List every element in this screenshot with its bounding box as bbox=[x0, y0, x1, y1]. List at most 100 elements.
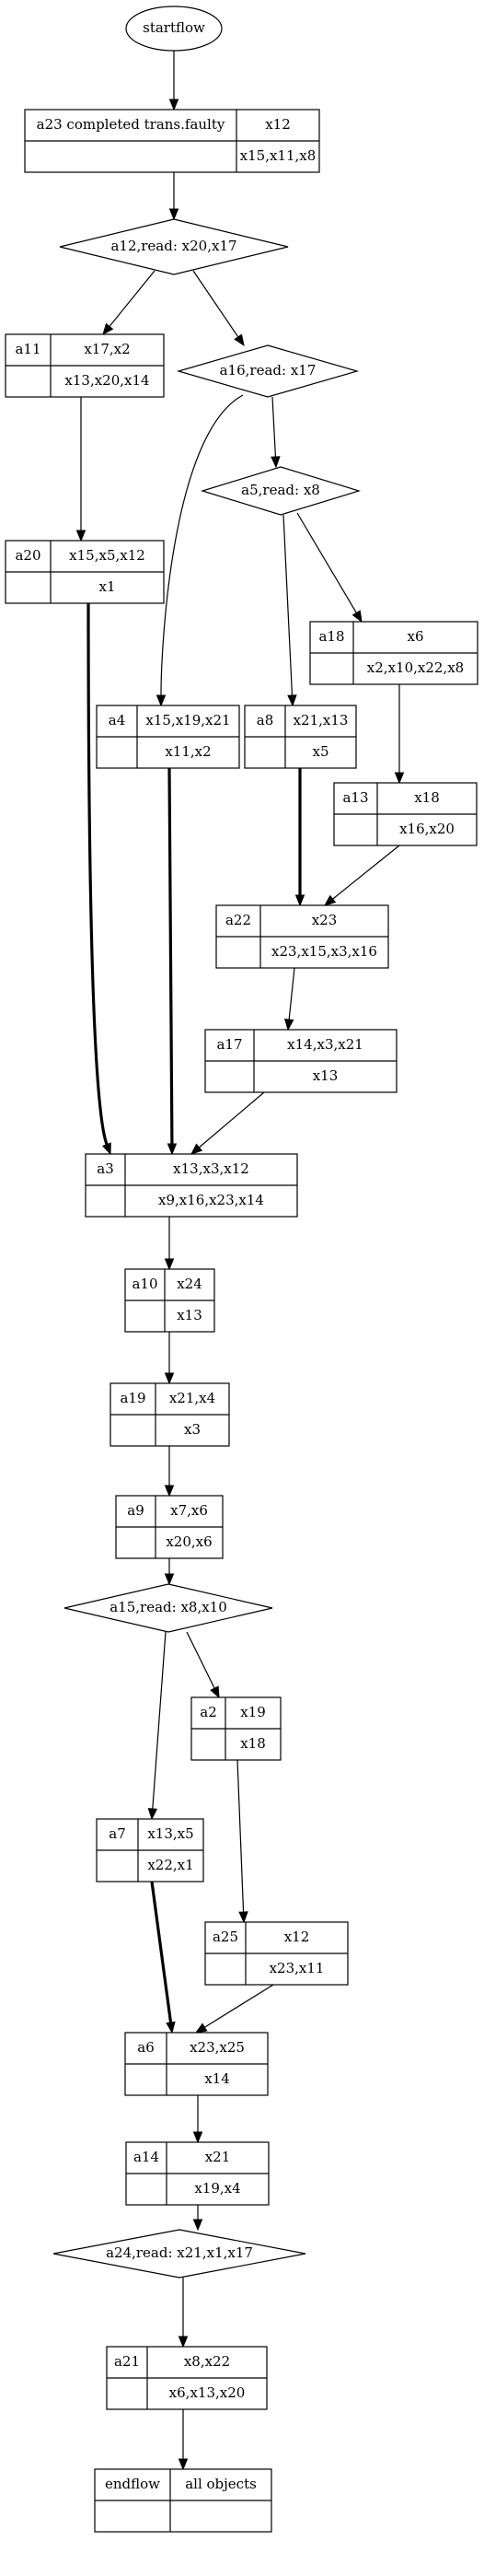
edge-line bbox=[204, 1984, 274, 2028]
edge-a7-to-a6 bbox=[150, 1881, 176, 2034]
edge-a23-to-d12 bbox=[168, 172, 179, 221]
activity-objects-top: x17,x2 bbox=[84, 341, 130, 357]
activity-id: a3 bbox=[97, 1160, 114, 1177]
arrowhead bbox=[287, 694, 297, 707]
activity-id: a19 bbox=[120, 1390, 145, 1406]
start-label: startflow bbox=[143, 19, 205, 36]
edge-d15-to-a2 bbox=[186, 1631, 220, 1699]
activity-id: a20 bbox=[15, 547, 40, 564]
edge-a25-to-a6 bbox=[194, 1984, 274, 2034]
arrowhead bbox=[156, 694, 167, 707]
node-d12: a12,read: x20,x17 bbox=[59, 218, 289, 275]
arrowhead bbox=[192, 2131, 203, 2144]
activity-objects-bottom: x20,x6 bbox=[166, 1533, 212, 1550]
activity-objects-top: x12 bbox=[265, 116, 291, 133]
node-a10: a10 x24 x13 bbox=[124, 1268, 215, 1333]
activity-objects-top: x8,x22 bbox=[184, 2353, 230, 2370]
arrowhead bbox=[194, 2022, 208, 2034]
edge-a9-to-d15 bbox=[164, 1558, 175, 1586]
arrowhead bbox=[190, 1143, 203, 1155]
activity-objects-top: x24 bbox=[177, 1276, 202, 1292]
edge-line bbox=[296, 512, 357, 613]
arrowhead bbox=[75, 530, 86, 542]
activity-objects-bottom: x13,x20,x14 bbox=[64, 372, 149, 389]
edge-d15-to-a7 bbox=[147, 1631, 167, 1821]
edge-a2-to-a25 bbox=[236, 1759, 248, 1924]
edge-line bbox=[192, 270, 239, 338]
activity-id: a7 bbox=[109, 1825, 126, 1842]
decision-diamond bbox=[52, 2229, 306, 2279]
decision-label: a24,read: x21,x1,x17 bbox=[106, 2244, 253, 2261]
arrowhead bbox=[178, 2458, 189, 2471]
edge-a10-to-a19 bbox=[164, 1332, 175, 1385]
arrowhead bbox=[283, 1019, 294, 1032]
activity-objects-top: x21,x4 bbox=[169, 1390, 215, 1406]
edge-d12-to-d16 bbox=[192, 270, 245, 347]
activity-objects-top: x23,x25 bbox=[190, 2039, 245, 2056]
edge-line bbox=[109, 270, 156, 327]
edge-d16-to-d5 bbox=[271, 396, 281, 469]
activity-objects-bottom: x23,x15,x3,x16 bbox=[271, 943, 377, 960]
arrowhead bbox=[323, 894, 337, 906]
arrowhead bbox=[164, 1573, 175, 1586]
activity-objects-bottom: x19,x4 bbox=[194, 2180, 240, 2197]
decision-label: a16,read: x17 bbox=[220, 362, 317, 379]
edge-line bbox=[86, 602, 109, 1146]
activity-id: a11 bbox=[15, 341, 40, 357]
arrowhead bbox=[164, 1258, 175, 1271]
edge-a21-to-end bbox=[178, 2409, 189, 2471]
edge-d12-to-a11 bbox=[102, 270, 156, 336]
arrowhead bbox=[192, 2219, 203, 2232]
activity-id: a14 bbox=[133, 2149, 159, 2165]
activity-id: a10 bbox=[132, 1276, 157, 1292]
activity-objects-top: x15,x5,x12 bbox=[69, 547, 145, 564]
activity-objects-bottom: x16,x20 bbox=[399, 821, 455, 837]
activity-objects-bottom: x1 bbox=[98, 578, 115, 595]
arrowhead bbox=[164, 1485, 175, 1498]
activity-objects-bottom: x13 bbox=[177, 1307, 202, 1323]
activity-objects-top: all objects bbox=[185, 2476, 257, 2492]
activity-objects-bottom: x15,x11,x8 bbox=[240, 147, 317, 164]
edge-line bbox=[288, 967, 295, 1020]
arrowhead bbox=[238, 1911, 248, 1924]
node-d24: a24,read: x21,x1,x17 bbox=[52, 2229, 306, 2279]
activity-objects-bottom: x2,x10,x22,x8 bbox=[367, 659, 464, 676]
edge-a13-to-a22 bbox=[323, 845, 400, 906]
activity-objects-top: x13,x3,x12 bbox=[173, 1160, 249, 1177]
node-a9: a9 x7,x6 x20,x6 bbox=[115, 1495, 224, 1559]
decision-diamond bbox=[63, 1583, 273, 1633]
activity-id: a9 bbox=[127, 1502, 144, 1519]
activity-objects-bottom: x11,x2 bbox=[165, 743, 211, 760]
activity-id: a6 bbox=[137, 2039, 155, 2056]
edge-line bbox=[167, 767, 174, 1145]
edge-d5-to-a8 bbox=[282, 514, 297, 707]
activity-objects-top: x19 bbox=[240, 1704, 266, 1720]
edge-line bbox=[199, 1091, 265, 1148]
node-d5: a5,read: x8 bbox=[200, 466, 362, 516]
decision-diamond bbox=[200, 466, 362, 516]
activity-objects-top: x21,x13 bbox=[294, 712, 349, 729]
arrowhead bbox=[102, 1142, 111, 1156]
activity-objects-bottom: x23,x11 bbox=[270, 1960, 325, 1976]
arrowhead bbox=[394, 772, 405, 785]
arrowhead bbox=[102, 322, 114, 336]
activity-objects-top: x7,x6 bbox=[170, 1502, 208, 1519]
edge-line bbox=[186, 1631, 215, 1689]
arrowhead bbox=[147, 1808, 158, 1821]
node-start: startflow bbox=[125, 6, 223, 52]
edge-a3-to-a10 bbox=[164, 1217, 175, 1271]
activity-id: a21 bbox=[114, 2353, 140, 2370]
arrowhead bbox=[168, 99, 179, 111]
edge-line bbox=[332, 845, 400, 900]
